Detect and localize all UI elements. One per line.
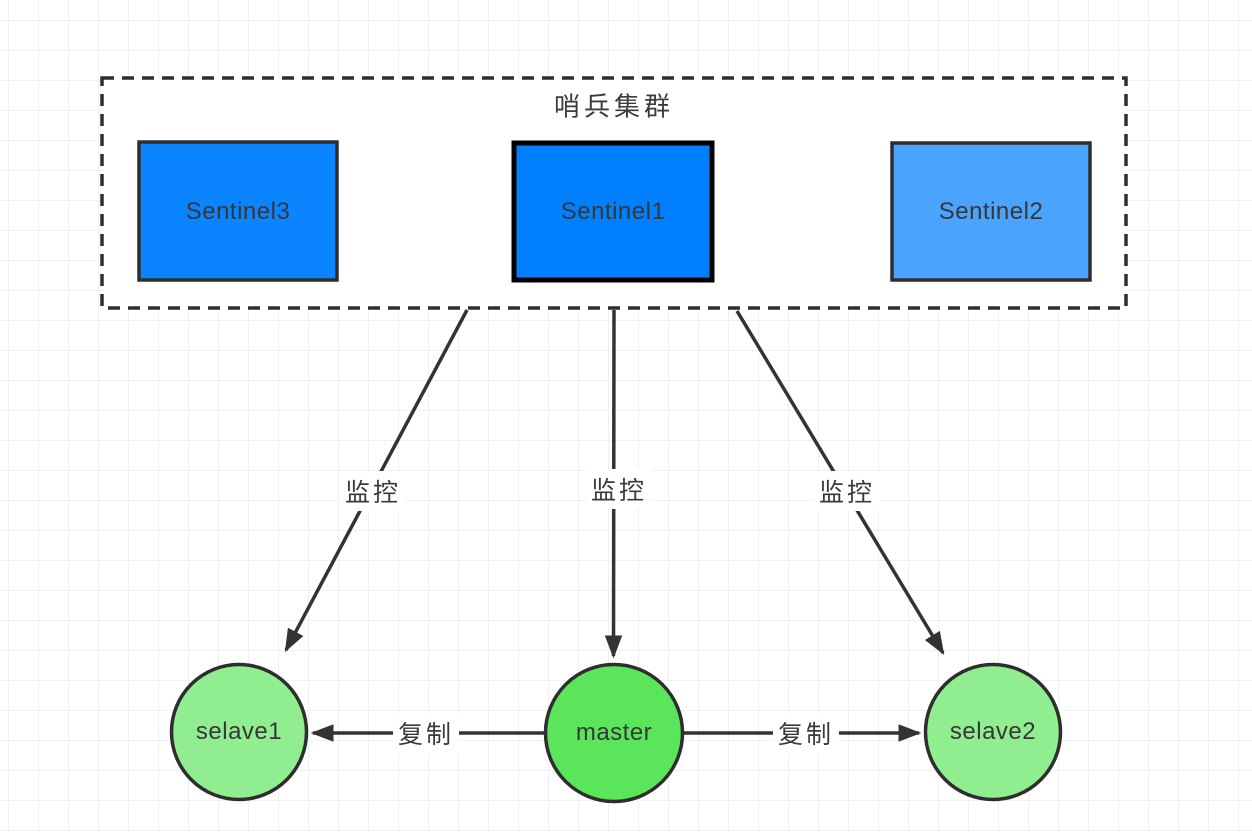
- sentinel2-box: [890, 141, 1092, 282]
- replicate-edge-label-left: 复制: [392, 713, 460, 753]
- sentinel2-label: Sentinel2: [938, 198, 1044, 225]
- sentinel3-label: Sentinel3: [185, 198, 291, 225]
- selave1-label: selave1: [195, 718, 283, 745]
- monitor-edge-label-middle: 监控: [585, 469, 653, 509]
- monitor-edge-label-left: 监控: [339, 471, 407, 511]
- selave1-circle: [169, 662, 309, 802]
- selave2-circle: [923, 662, 1063, 802]
- selave2-label: selave2: [949, 718, 1037, 745]
- master-label: master: [575, 719, 653, 746]
- sentinel1-label: Sentinel1: [560, 198, 666, 225]
- sentinel-cluster-title: 哨兵集群: [553, 91, 675, 122]
- replicate-edge-label-right: 复制: [772, 713, 840, 753]
- sentinel3-box: [137, 140, 339, 282]
- monitor-edge-label-right: 监控: [813, 471, 881, 511]
- sentinel1-box: [511, 140, 715, 283]
